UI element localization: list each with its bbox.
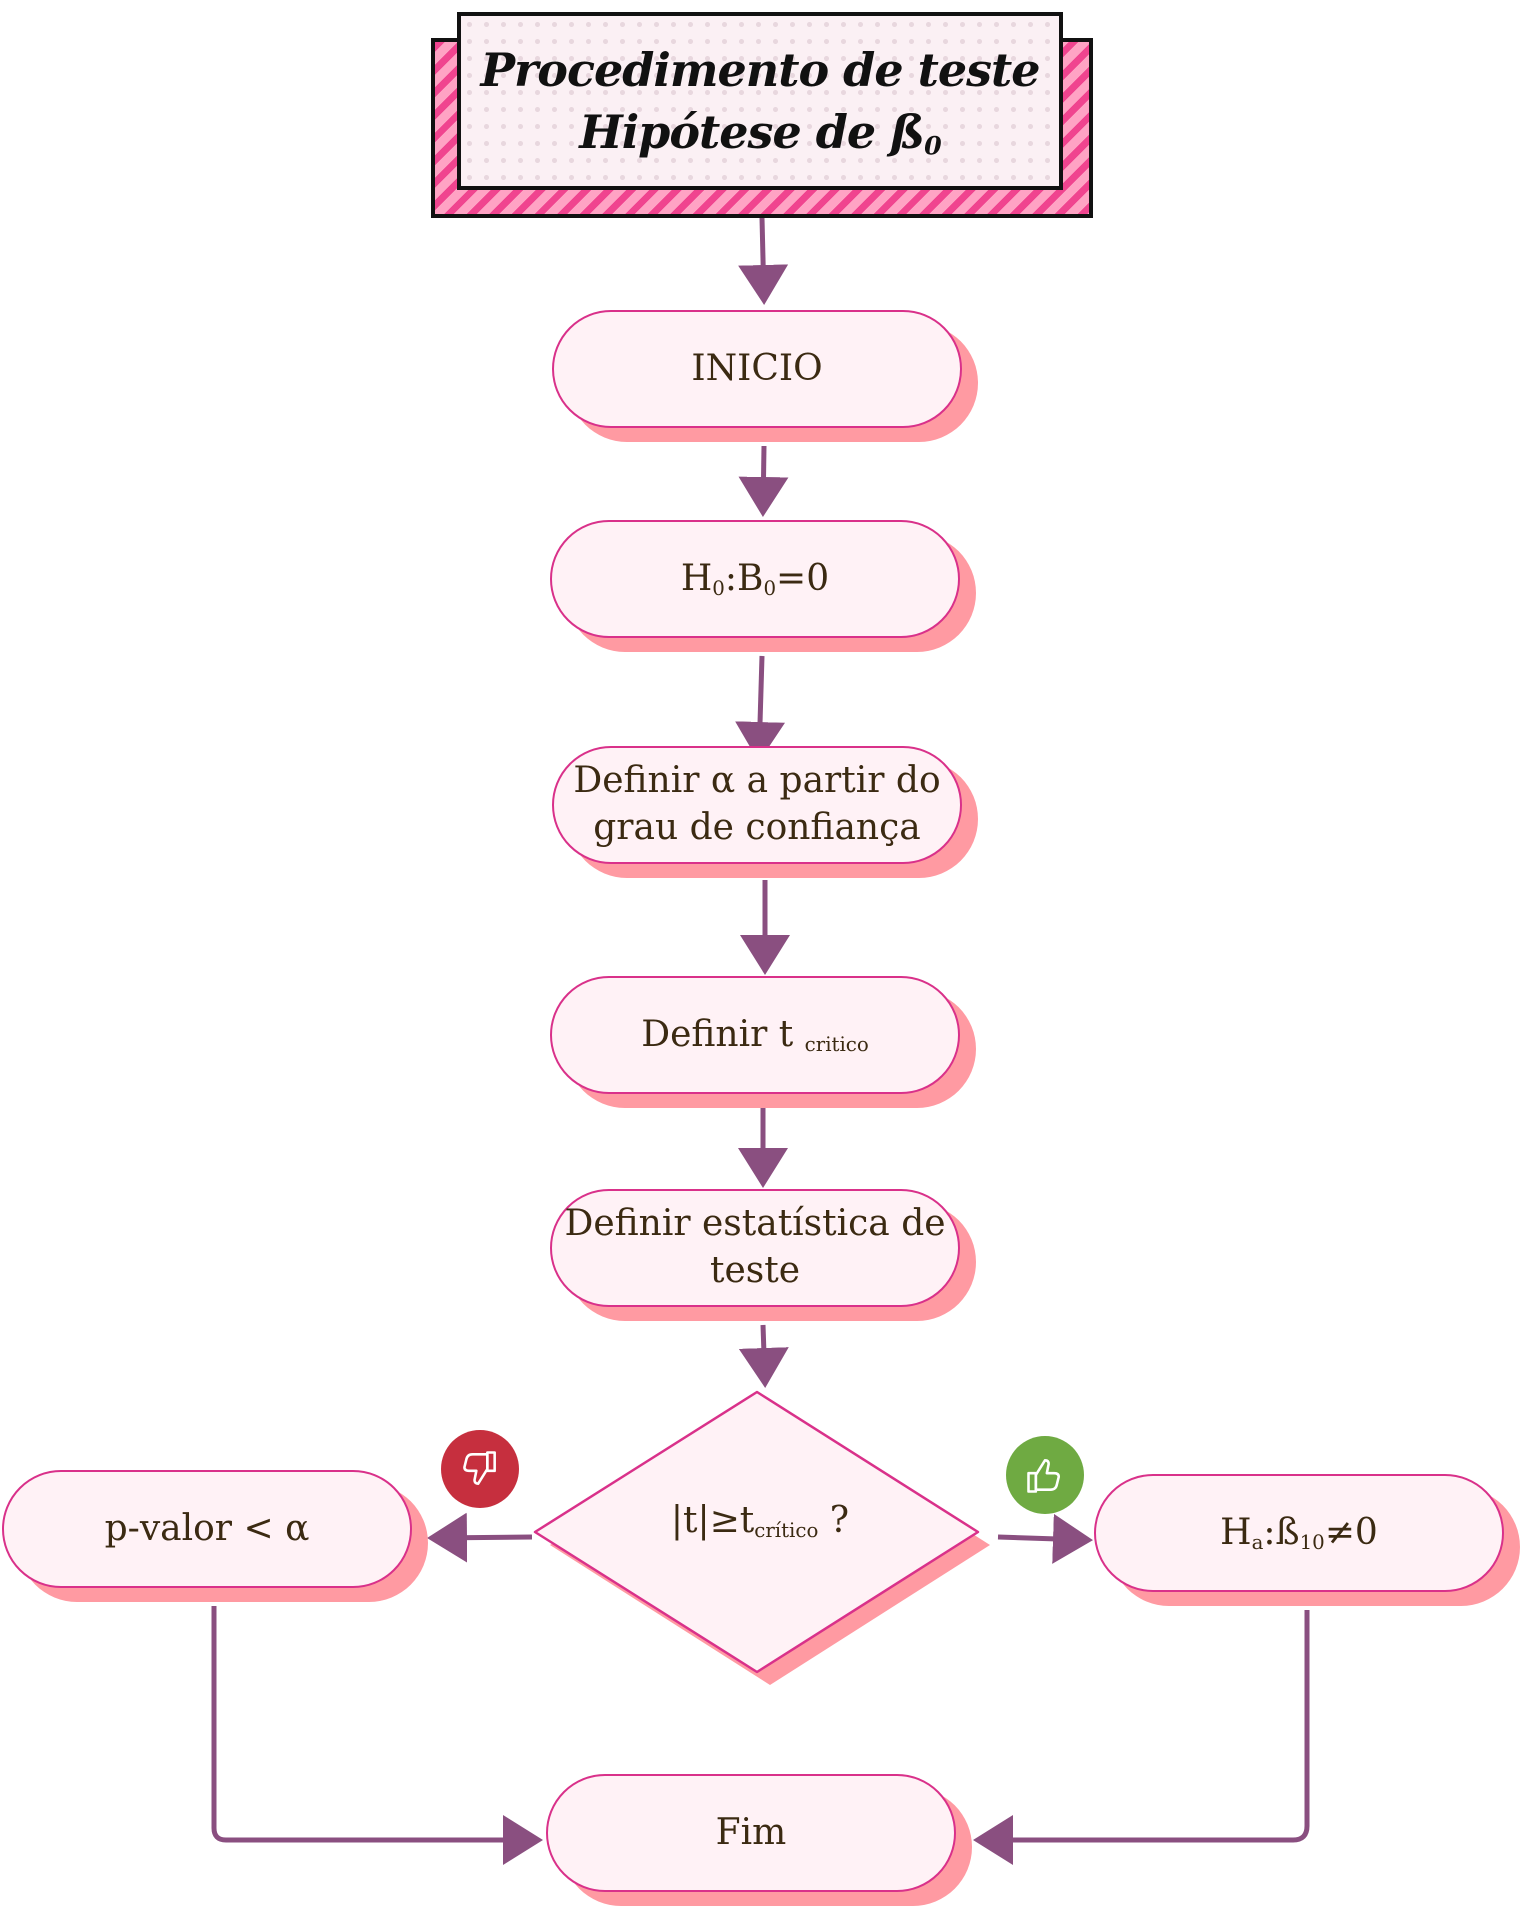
node-tcrit-label: Definir t critico	[641, 1013, 869, 1056]
node-h0-label: H0:B0=0	[680, 557, 830, 600]
arrow-ha-to-fim	[973, 1610, 1310, 1865]
node-tcrit: Definir t critico	[550, 976, 960, 1094]
node-pvalor: p-valor < α	[2, 1470, 412, 1588]
arrow-stat-to-decision	[738, 1324, 789, 1388]
node-fim: Fim	[546, 1774, 956, 1892]
node-h0: H0:B0=0	[550, 520, 960, 638]
arrow-h0-to-alpha	[735, 655, 786, 762]
node-ha: Ha:ß10≠0	[1094, 1474, 1504, 1592]
title-line-2: Hipótese de ß0	[579, 105, 941, 161]
node-inicio-label: INICIO	[691, 347, 823, 389]
node-ha-label: Ha:ß10≠0	[1220, 1511, 1378, 1554]
title-banner: Procedimento de teste Hipótese de ß0	[431, 12, 1093, 218]
arrow-title-to-inicio	[738, 217, 789, 305]
node-pvalor-label: p-valor < α	[104, 1507, 310, 1549]
title-card: Procedimento de teste Hipótese de ß0	[457, 12, 1063, 190]
decision-label: |t|≥tcrítico ?	[670, 1500, 850, 1542]
arrow-pvalor-to-fim	[211, 1606, 543, 1865]
node-inicio: INICIO	[552, 310, 962, 428]
arrow-inicio-to-h0	[738, 445, 789, 517]
arrow-decision-to-ha	[997, 1513, 1093, 1564]
thumbs-up-icon	[1006, 1436, 1084, 1514]
arrow-decision-to-pvalor	[427, 1512, 533, 1563]
title-line-1: Procedimento de teste	[480, 42, 1040, 97]
decision-diamond	[533, 1390, 980, 1674]
node-fim-label: Fim	[715, 1811, 787, 1853]
thumbs-down-icon	[441, 1430, 519, 1508]
